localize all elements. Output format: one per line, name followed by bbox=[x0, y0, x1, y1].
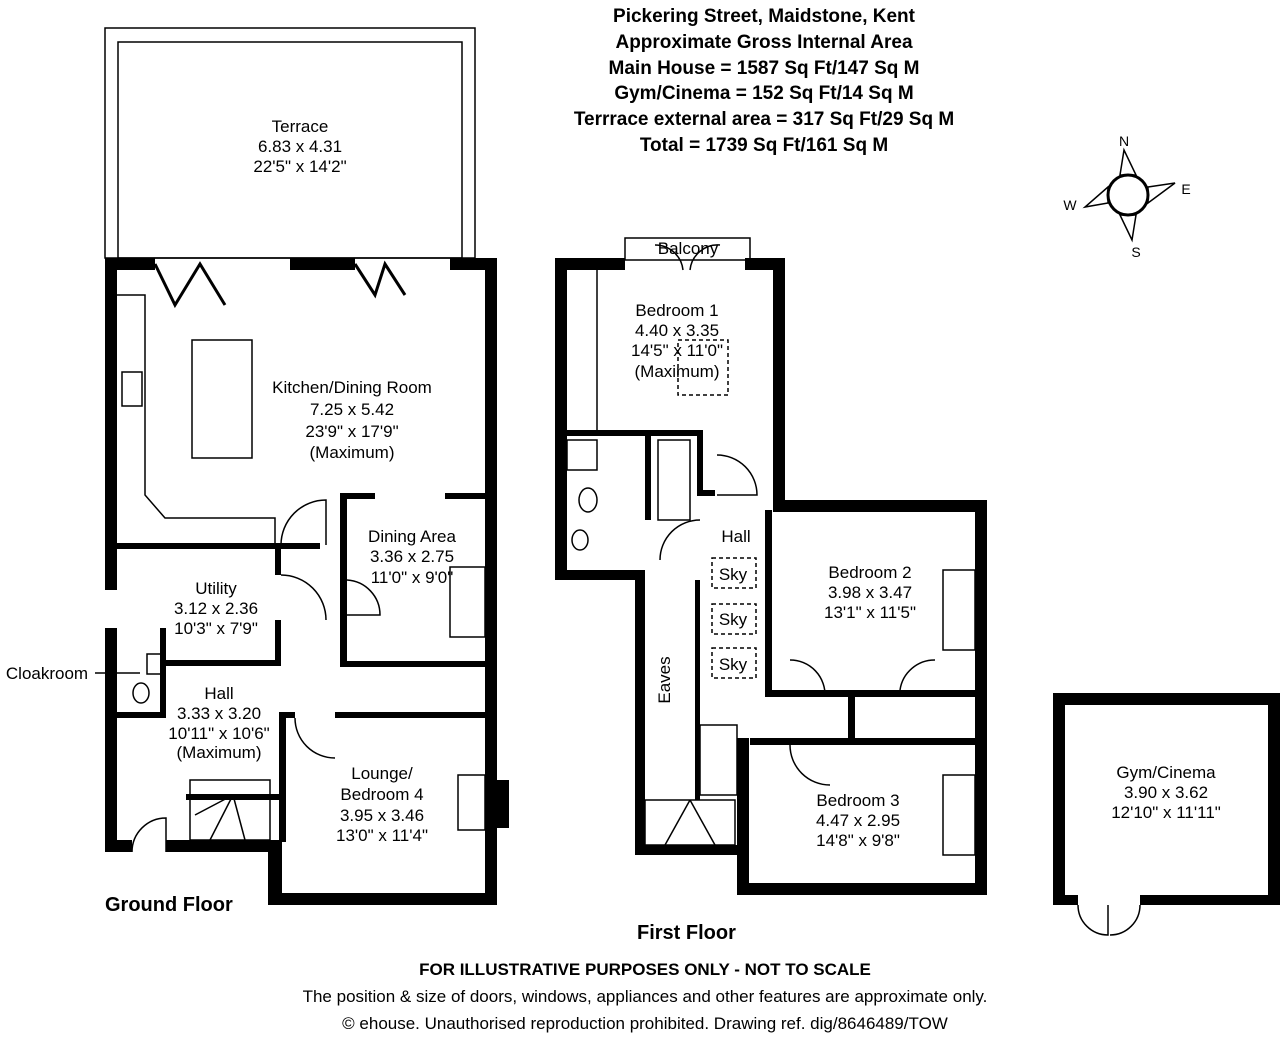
svg-text:3.36 x 2.75: 3.36 x 2.75 bbox=[370, 547, 454, 566]
bedroom3-label: Bedroom 3 4.47 x 2.95 14'8" x 9'8" bbox=[816, 791, 900, 850]
area-terrace: Terrrace external area = 317 Sq Ft/29 Sq… bbox=[574, 109, 954, 130]
area-total: Total = 1739 Sq Ft/161 Sq M bbox=[640, 135, 888, 156]
property-title: Pickering Street, Maidstone, Kent bbox=[613, 6, 916, 27]
hall-label: Hall 3.33 x 3.20 10'11" x 10'6" (Maximum… bbox=[168, 684, 269, 762]
kitchen-label: Kitchen/Dining Room 7.25 x 5.42 23'9" x … bbox=[272, 378, 432, 462]
svg-text:14'8" x 9'8": 14'8" x 9'8" bbox=[816, 831, 900, 850]
svg-text:Bedroom 4: Bedroom 4 bbox=[340, 785, 423, 804]
compass-icon: N E S W bbox=[1063, 133, 1190, 260]
svg-text:3.95 x 3.46: 3.95 x 3.46 bbox=[340, 806, 424, 825]
footer-note: The position & size of doors, windows, a… bbox=[303, 987, 988, 1006]
eaves-label: Eaves bbox=[655, 656, 674, 703]
area-main-house: Main House = 1587 Sq Ft/147 Sq M bbox=[609, 58, 920, 79]
cloakroom-label: Cloakroom bbox=[6, 664, 88, 683]
svg-text:Hall: Hall bbox=[204, 684, 233, 703]
svg-text:7.25 x 5.42: 7.25 x 5.42 bbox=[310, 400, 394, 419]
copyright: © ehouse. Unauthorised reproduction proh… bbox=[342, 1014, 948, 1033]
skylight-label: Sky bbox=[719, 565, 748, 584]
svg-text:12'10" x 11'11": 12'10" x 11'11" bbox=[1111, 803, 1221, 822]
svg-text:Bedroom 3: Bedroom 3 bbox=[816, 791, 899, 810]
svg-text:3.90 x 3.62: 3.90 x 3.62 bbox=[1124, 783, 1208, 802]
utility-label: Utility 3.12 x 2.36 10'3" x 7'9" bbox=[174, 579, 258, 638]
svg-text:3.33 x 3.20: 3.33 x 3.20 bbox=[177, 704, 261, 723]
svg-text:14'5" x 11'0": 14'5" x 11'0" bbox=[631, 341, 723, 360]
svg-text:10'11" x 10'6": 10'11" x 10'6" bbox=[168, 724, 269, 743]
skylight-label: Sky bbox=[719, 610, 748, 629]
first-floor-plan bbox=[555, 237, 987, 895]
svg-text:Terrace: Terrace bbox=[272, 117, 329, 136]
svg-text:Bedroom 2: Bedroom 2 bbox=[828, 563, 911, 582]
svg-text:23'9" x 17'9": 23'9" x 17'9" bbox=[305, 422, 398, 441]
svg-text:Dining Area: Dining Area bbox=[368, 527, 456, 546]
terrace-label: Terrace 6.83 x 4.31 22'5" x 14'2" bbox=[253, 117, 346, 176]
svg-text:Kitchen/Dining Room: Kitchen/Dining Room bbox=[272, 378, 432, 397]
svg-text:W: W bbox=[1063, 197, 1077, 213]
area-heading: Approximate Gross Internal Area bbox=[615, 32, 912, 53]
gym-cinema-plan bbox=[1053, 693, 1280, 936]
svg-text:13'0" x 11'4": 13'0" x 11'4" bbox=[336, 826, 428, 845]
first-floor-title: First Floor bbox=[637, 922, 736, 944]
svg-text:4.47 x 2.95: 4.47 x 2.95 bbox=[816, 811, 900, 830]
svg-text:E: E bbox=[1181, 181, 1190, 197]
svg-text:3.98 x 3.47: 3.98 x 3.47 bbox=[828, 583, 912, 602]
footer: FOR ILLUSTRATIVE PURPOSES ONLY - NOT TO … bbox=[303, 960, 988, 1033]
bedroom2-label: Bedroom 2 3.98 x 3.47 13'1" x 11'5" bbox=[824, 563, 916, 622]
gym-cinema-label: Gym/Cinema 3.90 x 3.62 12'10" x 11'11" bbox=[1111, 763, 1221, 822]
svg-text:6.83 x 4.31: 6.83 x 4.31 bbox=[258, 137, 342, 156]
svg-text:13'1" x 11'5": 13'1" x 11'5" bbox=[824, 603, 916, 622]
svg-text:11'0" x 9'0": 11'0" x 9'0" bbox=[371, 568, 454, 587]
skylight-label: Sky bbox=[719, 655, 748, 674]
svg-text:3.12 x 2.36: 3.12 x 2.36 bbox=[174, 599, 258, 618]
disclaimer: FOR ILLUSTRATIVE PURPOSES ONLY - NOT TO … bbox=[419, 960, 871, 979]
svg-text:S: S bbox=[1131, 244, 1140, 260]
ground-floor-title: Ground Floor bbox=[105, 894, 233, 916]
svg-text:(Maximum): (Maximum) bbox=[177, 743, 262, 762]
svg-text:Gym/Cinema: Gym/Cinema bbox=[1116, 763, 1216, 782]
svg-text:(Maximum): (Maximum) bbox=[635, 362, 720, 381]
area-gym: Gym/Cinema = 152 Sq Ft/14 Sq M bbox=[614, 83, 913, 104]
bedroom1-label: Bedroom 1 4.40 x 3.35 14'5" x 11'0" (Max… bbox=[631, 301, 723, 381]
lounge-label: Lounge/ Bedroom 4 3.95 x 3.46 13'0" x 11… bbox=[336, 764, 428, 845]
header: Pickering Street, Maidstone, Kent Approx… bbox=[574, 6, 954, 156]
svg-text:10'3" x 7'9": 10'3" x 7'9" bbox=[174, 619, 258, 638]
svg-text:(Maximum): (Maximum) bbox=[310, 443, 395, 462]
svg-text:4.40 x 3.35: 4.40 x 3.35 bbox=[635, 321, 719, 340]
balcony-label: Balcony bbox=[658, 239, 719, 258]
ground-floor-plan bbox=[104, 27, 509, 905]
svg-text:Lounge/: Lounge/ bbox=[351, 764, 413, 783]
svg-text:22'5" x 14'2": 22'5" x 14'2" bbox=[253, 157, 346, 176]
svg-text:N: N bbox=[1119, 133, 1129, 149]
dining-area-label: Dining Area 3.36 x 2.75 11'0" x 9'0" bbox=[368, 527, 456, 587]
first-hall-label: Hall bbox=[721, 527, 750, 546]
svg-text:Utility: Utility bbox=[195, 579, 237, 598]
svg-text:Bedroom 1: Bedroom 1 bbox=[635, 301, 718, 320]
